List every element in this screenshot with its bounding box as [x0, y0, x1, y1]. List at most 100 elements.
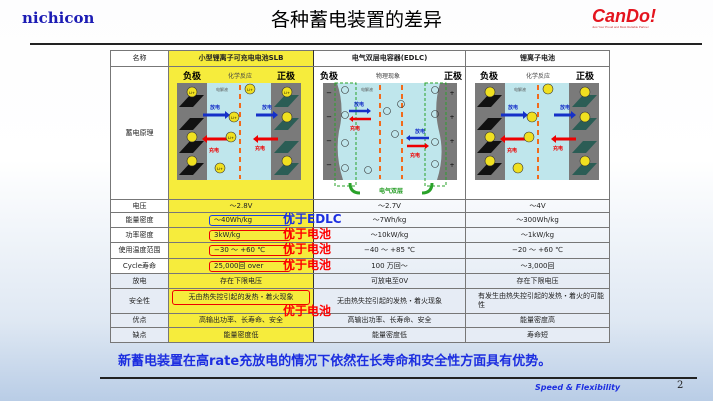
table-row: 安全性 无由热失控引起的发热・着火现象 无由热失控引起的发热・着火现象 有发生由…: [110, 288, 610, 314]
conclusion-text: 新蓄电装置在高rate充放电的情况下依然在长寿命和安全性方面具有优势。: [118, 354, 552, 369]
table-row: 缺点 能量密度低 能量密度低 寿命短: [110, 327, 610, 343]
edlc-value: 高输出功率、长寿命、安全: [313, 313, 466, 328]
slb-value: 存在下限电压: [168, 273, 314, 289]
slb-value: 3kW/kg: [168, 227, 314, 243]
discharge-label: 放电: [260, 104, 271, 111]
charge-label: 充电: [349, 125, 359, 132]
row-label: 安全性: [110, 288, 169, 314]
arrow-icon: [348, 182, 360, 195]
slb-diagram: 负极 化学反应 正极 电解液 放电 放电 充电 充电 Li+ Li+ Li+ L…: [168, 66, 314, 200]
neg-label: 负极: [319, 70, 338, 82]
minus-sign: −: [326, 161, 332, 169]
header-edlc: 电气双层电容器(EDLC): [313, 50, 466, 67]
nichicon-logo: nichicon: [22, 9, 95, 27]
header-li-ion: 锂离子电池: [465, 50, 610, 67]
edlc-value: 可放电至0V: [313, 273, 466, 289]
li-ion-icon: [484, 83, 590, 174]
table-row: 功率密度 3kW/kg 〜10kW/kg 〜1kW/kg: [110, 227, 610, 243]
pos-label: 正极: [276, 70, 295, 82]
slb-value: 无由热失控引起的发热・着火现象: [168, 288, 314, 314]
li-ion-diagram: 负极 化学反应 正极 电解液 放电 放电 充电 充电: [465, 66, 610, 200]
li-label: Li+: [189, 91, 195, 95]
plus-sign: +: [449, 162, 454, 169]
row-label: 使用温度范围: [110, 242, 169, 259]
plus-sign: +: [449, 138, 454, 145]
row-label: 放电: [110, 273, 169, 289]
table-header-row: 名称 小型锂离子可充电电池SLB 电气双层电容器(EDLC) 锂离子电池: [110, 50, 610, 67]
edlc-value: 100 万回〜: [313, 258, 466, 274]
li-label: Li+: [217, 167, 223, 171]
row-label: 能量密度: [110, 212, 169, 228]
discharge-label: 放电: [558, 104, 569, 111]
chem-label: 化学反应: [227, 72, 251, 80]
li-ion-value: 〜300Wh/kg: [465, 212, 610, 228]
li-ion-principle-diagram: 负极 化学反应 正极 电解液 放电 放电 充电 充电: [474, 70, 599, 180]
edlc-value: 能量密度低: [313, 327, 466, 343]
discharge-label: 放电: [208, 104, 219, 111]
ion-icon: [340, 86, 439, 174]
slb-principle-diagram: 负极 化学反应 正极 电解液 放电 放电 充电 充电 Li+ Li+ Li+ L…: [176, 70, 301, 180]
annotation-better-than-battery: 优于电池: [283, 242, 332, 256]
row-label: 蓄电原理: [110, 66, 169, 200]
table-row: Cycle寿命 25,000回 over 100 万回〜 〜3,000回: [110, 258, 610, 274]
charge-label: 充电: [208, 147, 218, 154]
annotation-better-than-battery: 优于电池: [283, 258, 332, 272]
discharge-arrow-icon: [224, 111, 230, 119]
edlc-value: −40 〜 +85 ℃: [313, 242, 466, 259]
neg-label: 负极: [479, 70, 498, 82]
table-row: 放电 存在下限电压 可放电至0V 存在下限电压: [110, 273, 610, 289]
footer-tagline: Speed & Flexibility: [535, 383, 621, 392]
annotation-better-than-edlc: 优于EDLC: [283, 212, 342, 226]
li-ion-value: 存在下限电压: [465, 273, 610, 289]
header-divider: [30, 43, 702, 45]
diagram-row: 蓄电原理 负极 化学反应 正极 电解液 放电 放电 充电 充电 Li+ Li+ …: [110, 66, 610, 200]
slb-value: 高输出功率、长寿命、安全: [168, 313, 314, 328]
page-title: 各种蓄电装置的差异: [270, 9, 442, 31]
minus-sign: −: [326, 137, 332, 145]
table-row: 使用温度范围 −30 〜 +60 ℃ −40 〜 +85 ℃ −20 〜 +60…: [110, 242, 610, 259]
edlc-value: 无由热失控引起的发热・着火现象: [313, 288, 466, 314]
annotation-better-than-battery: 优于电池: [283, 227, 332, 241]
electrolyte-label: 电解液: [216, 86, 228, 92]
slb-value: −30 〜 +60 ℃: [168, 242, 314, 259]
edlc-principle-diagram: 负极 物理现象 正极 电解液 − − − − + + + + 放电 充电 放电 …: [319, 70, 462, 195]
edl-label: 电气双层: [378, 187, 402, 195]
highlight-box: 无由热失控引起的发热・着火现象: [172, 290, 310, 305]
row-label: 缺点: [110, 327, 169, 343]
page-number: 2: [677, 380, 684, 391]
discharge-label: 放电: [506, 104, 517, 111]
header-slb: 小型锂离子可充电电池SLB: [168, 50, 314, 67]
edlc-diagram: 负极 物理现象 正极 电解液 − − − − + + + + 放电 充电 放电 …: [313, 66, 466, 200]
li-ion-value: −20 〜 +60 ℃: [465, 242, 610, 259]
li-ion-value: 寿命短: [465, 327, 610, 343]
li-ion-value: 〜4V: [465, 199, 610, 213]
table-row: 优点 高输出功率、长寿命、安全 高输出功率、长寿命、安全 能量密度高: [110, 313, 610, 328]
chem-label: 化学反应: [525, 72, 549, 80]
cando-logo: CanDo!Just Your Proud and Most Reliable …: [592, 6, 656, 29]
plus-sign: +: [449, 90, 454, 97]
phys-label: 物理现象: [375, 72, 399, 80]
plus-sign: +: [449, 114, 454, 121]
neg-label: 负极: [182, 70, 201, 82]
minus-sign: −: [326, 89, 332, 97]
slb-value: 能量密度低: [168, 327, 314, 343]
footer-divider: [100, 377, 697, 379]
row-label: 电压: [110, 199, 169, 213]
discharge-label: 放电: [352, 101, 363, 108]
highlight-box: −30 〜 +60 ℃: [209, 245, 291, 256]
li-label: Li+: [231, 116, 237, 120]
pos-label: 正极: [443, 70, 462, 82]
table-row: 能量密度 〜40Wh/kg 〜7Wh/kg 〜300Wh/kg: [110, 212, 610, 228]
li-ion-value: 能量密度高: [465, 313, 610, 328]
highlight-box: 〜40Wh/kg: [209, 214, 291, 226]
arrow-icon: [421, 182, 433, 195]
row-label: Cycle寿命: [110, 258, 169, 274]
charge-label: 充电: [409, 152, 419, 159]
li-ion-icon: [186, 83, 292, 174]
highlight-box: 25,000回 over: [209, 260, 291, 272]
li-ion-value: 〜1kW/kg: [465, 227, 610, 243]
annotation-better-than-battery: 优于电池: [283, 304, 332, 318]
charge-arrow-icon: [201, 135, 207, 143]
li-label: Li+: [247, 88, 253, 92]
pos-label: 正极: [575, 70, 594, 82]
